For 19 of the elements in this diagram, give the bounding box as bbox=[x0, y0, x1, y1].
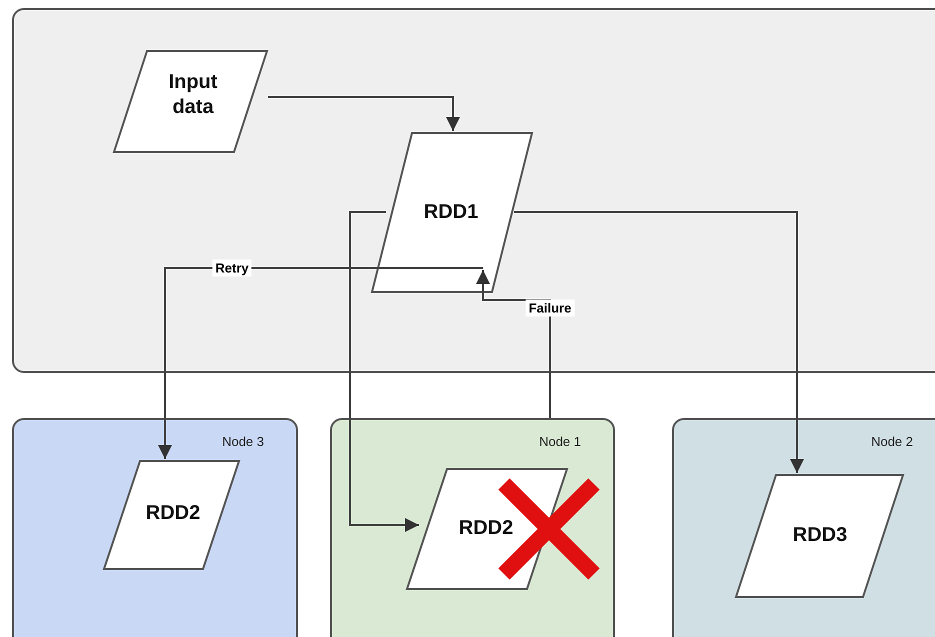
node-panel bbox=[672, 418, 935, 637]
node-label: Input data bbox=[168, 70, 218, 120]
edge-label: Failure bbox=[526, 300, 574, 316]
node-label: RDD1 bbox=[422, 200, 480, 225]
arrow bbox=[349, 211, 419, 532]
node-label: RDD2 bbox=[144, 501, 202, 526]
arrow bbox=[268, 96, 460, 131]
node-label: RDD2 bbox=[458, 516, 514, 541]
panel-label: Node 3 bbox=[222, 434, 264, 449]
node-panel bbox=[12, 418, 298, 637]
node-label: RDD3 bbox=[792, 523, 848, 548]
panel-label: Node 2 bbox=[871, 434, 913, 449]
panel-label: Node 1 bbox=[539, 434, 581, 449]
arrow bbox=[158, 267, 483, 459]
arrow bbox=[476, 270, 551, 418]
container-panel bbox=[12, 8, 935, 373]
node-panel bbox=[330, 418, 615, 637]
edge-label: Retry bbox=[212, 260, 252, 276]
arrow bbox=[514, 211, 804, 473]
